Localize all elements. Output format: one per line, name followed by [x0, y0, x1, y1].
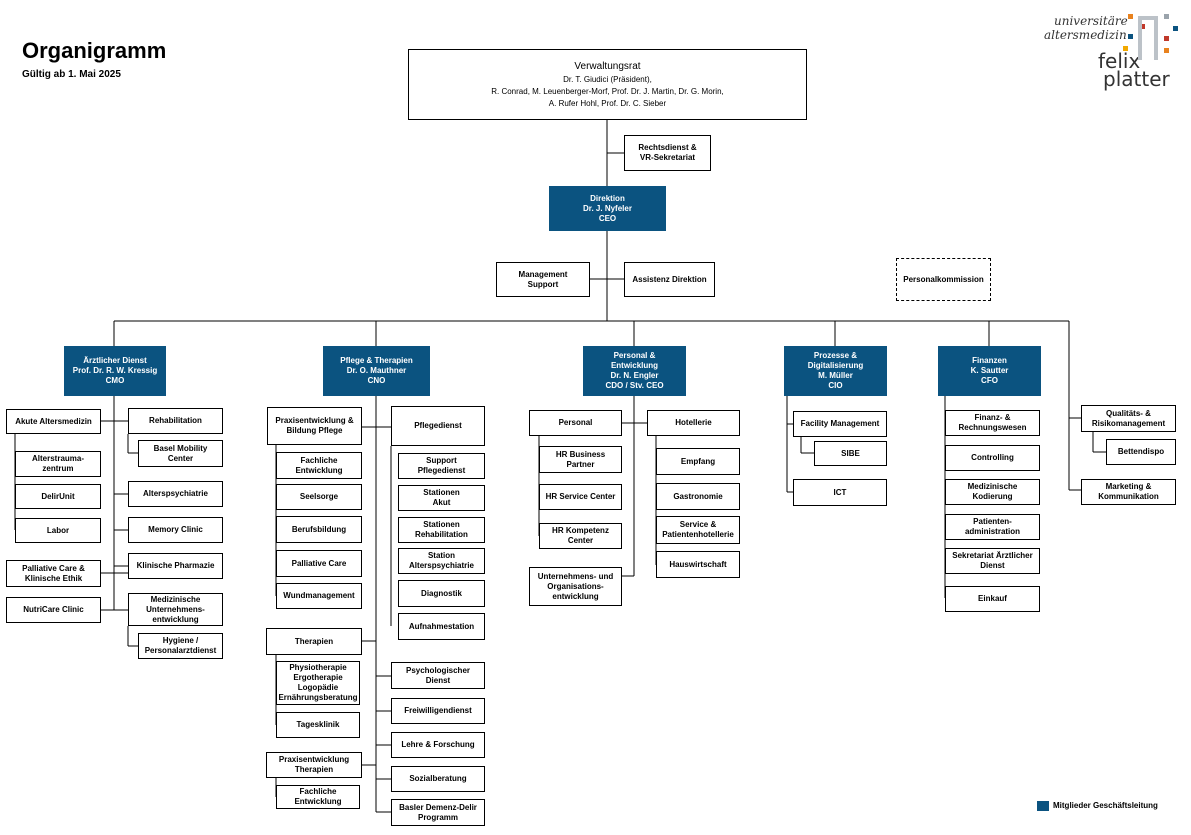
- unit-fachliche-entwicklung-therapien: Fachliche Entwicklung: [276, 785, 360, 809]
- unit-marketing-kommunikation: Marketing & Kommunikation: [1081, 479, 1176, 505]
- unit-nutricare-clinic: NutriCare Clinic: [6, 597, 101, 623]
- unit-berufsbildung: Berufsbildung: [276, 516, 362, 543]
- unit-sozialberatung: Sozialberatung: [391, 766, 485, 792]
- logo-line4: platter: [1103, 67, 1170, 91]
- rechtsdienst-box: Rechtsdienst & VR-Sekretariat: [624, 135, 711, 171]
- unit-palliative-care-ethik: Palliative Care & Klinische Ethik: [6, 560, 101, 587]
- unit-memory-clinic: Memory Clinic: [128, 517, 223, 543]
- unit-controlling: Controlling: [945, 445, 1040, 471]
- validity-date: Gültig ab 1. Mai 2025: [22, 69, 121, 80]
- unit-alterstraumazentrum: Alterstrauma- zentrum: [15, 451, 101, 477]
- legend-swatch: [1037, 801, 1049, 811]
- unit-aufnahmestation: Aufnahmestation: [398, 613, 485, 640]
- unit-fachliche-entwicklung-pflege: Fachliche Entwicklung: [276, 452, 362, 479]
- direktion-box: Direktion Dr. J. Nyfeler CEO: [549, 186, 666, 231]
- unit-hr-service-center: HR Service Center: [539, 484, 622, 510]
- unit-hygiene-personalarztdienst: Hygiene / Personalarztdienst: [138, 633, 223, 659]
- unit-praxisentwicklung-pflege: Praxisentwicklung & Bildung Pflege: [267, 407, 362, 445]
- unit-finanz-rechnungswesen: Finanz- & Rechnungswesen: [945, 410, 1040, 436]
- logo-line2: altersmedizin: [1044, 28, 1127, 42]
- unit-personal: Personal: [529, 410, 622, 436]
- unit-gastronomie: Gastronomie: [656, 483, 740, 510]
- unit-diagnostik: Diagnostik: [398, 580, 485, 607]
- dept-pflege-therapien: Pflege & Therapien Dr. O. Mauthner CNO: [323, 346, 430, 396]
- page-title: Organigramm: [22, 38, 167, 63]
- unit-medizinische-unternehmensentwicklung: Medizinische Unternehmens- entwicklung: [128, 593, 223, 626]
- unit-alterspsychiatrie: Alterspsychiatrie: [128, 481, 223, 507]
- unit-unternehmens-organisationsentwicklung: Unternehmens- und Organisations- entwick…: [529, 567, 622, 606]
- unit-lehre-forschung: Lehre & Forschung: [391, 732, 485, 758]
- unit-qualitaets-risikomanagement: Qualitäts- & Risikomanagement: [1081, 405, 1176, 432]
- logo-line1: universitäre: [1054, 14, 1128, 28]
- management-support-box: Management Support: [496, 262, 590, 297]
- unit-palliative-care: Palliative Care: [276, 550, 362, 577]
- unit-bettendispo: Bettendispo: [1106, 439, 1176, 465]
- unit-tagesklinik: Tagesklinik: [276, 712, 360, 738]
- unit-psychologischer-dienst: Psychologischer Dienst: [391, 662, 485, 689]
- unit-seelsorge: Seelsorge: [276, 484, 362, 510]
- legend-label: Mitglieder Geschäftsleitung: [1053, 801, 1158, 810]
- unit-sibe: SIBE: [814, 441, 887, 466]
- unit-einkauf: Einkauf: [945, 586, 1040, 612]
- verwaltungsrat-title: Verwaltungsrat: [574, 60, 641, 72]
- unit-medizinische-kodierung: Medizinische Kodierung: [945, 479, 1040, 505]
- dept-personal-entwicklung: Personal & Entwicklung Dr. N. Engler CDO…: [583, 346, 686, 396]
- unit-basler-demenz-delir: Basler Demenz-Delir Programm: [391, 799, 485, 826]
- unit-hauswirtschaft: Hauswirtschaft: [656, 551, 740, 578]
- unit-physiotherapie: Physiotherapie Ergotherapie Logopädie Er…: [276, 661, 360, 705]
- unit-ict: ICT: [793, 479, 887, 506]
- unit-wundmanagement: Wundmanagement: [276, 583, 362, 609]
- unit-pflegedienst: Pflegedienst: [391, 406, 485, 446]
- dept-finanzen: Finanzen K. Sautter CFO: [938, 346, 1041, 396]
- unit-service-patientenhotellerie: Service & Patientenhotellerie: [656, 516, 740, 544]
- assistenz-direktion-box: Assistenz Direktion: [624, 262, 715, 297]
- unit-akute-altersmedizin: Akute Altersmedizin: [6, 409, 101, 434]
- unit-basel-mobility-center: Basel Mobility Center: [138, 440, 223, 467]
- unit-stationen-akut: Stationen Akut: [398, 485, 485, 511]
- logo: universitäre altersmedizin felix platter: [1043, 12, 1183, 92]
- unit-empfang: Empfang: [656, 448, 740, 475]
- unit-freiwilligendienst: Freiwilligendienst: [391, 698, 485, 724]
- unit-sekretariat-aerztlicher-dienst: Sekretariat Ärztlicher Dienst: [945, 548, 1040, 574]
- unit-facility-management: Facility Management: [793, 411, 887, 437]
- personalkommission-box: Personalkommission: [896, 258, 991, 301]
- unit-station-alterspsychiatrie: Station Alterspsychiatrie: [398, 548, 485, 574]
- dept-prozesse-digitalisierung: Prozesse & Digitalisierung M. Müller CIO: [784, 346, 887, 396]
- unit-support-pflegedienst: Support Pflegedienst: [398, 453, 485, 479]
- unit-labor: Labor: [15, 518, 101, 543]
- verwaltungsrat-box: Verwaltungsrat Dr. T. Giudici (Präsident…: [408, 49, 807, 120]
- unit-hr-kompetenz-center: HR Kompetenz Center: [539, 523, 622, 549]
- unit-stationen-rehabilitation: Stationen Rehabilitation: [398, 517, 485, 543]
- dept-aerztlicher-dienst: Ärztlicher Dienst Prof. Dr. R. W. Kressi…: [64, 346, 166, 396]
- unit-praxisentwicklung-therapien: Praxisentwicklung Therapien: [266, 752, 362, 778]
- unit-klinische-pharmazie: Klinische Pharmazie: [128, 553, 223, 579]
- unit-therapien: Therapien: [266, 628, 362, 655]
- logo-line3: felix: [1098, 49, 1141, 73]
- unit-hotellerie: Hotellerie: [647, 410, 740, 436]
- unit-patientenadministration: Patienten- administration: [945, 514, 1040, 540]
- unit-delirunit: DelirUnit: [15, 484, 101, 509]
- unit-hr-business-partner: HR Business Partner: [539, 446, 622, 473]
- unit-rehabilitation: Rehabilitation: [128, 408, 223, 434]
- verwaltungsrat-members: Dr. T. Giudici (Präsident), R. Conrad, M…: [491, 74, 724, 108]
